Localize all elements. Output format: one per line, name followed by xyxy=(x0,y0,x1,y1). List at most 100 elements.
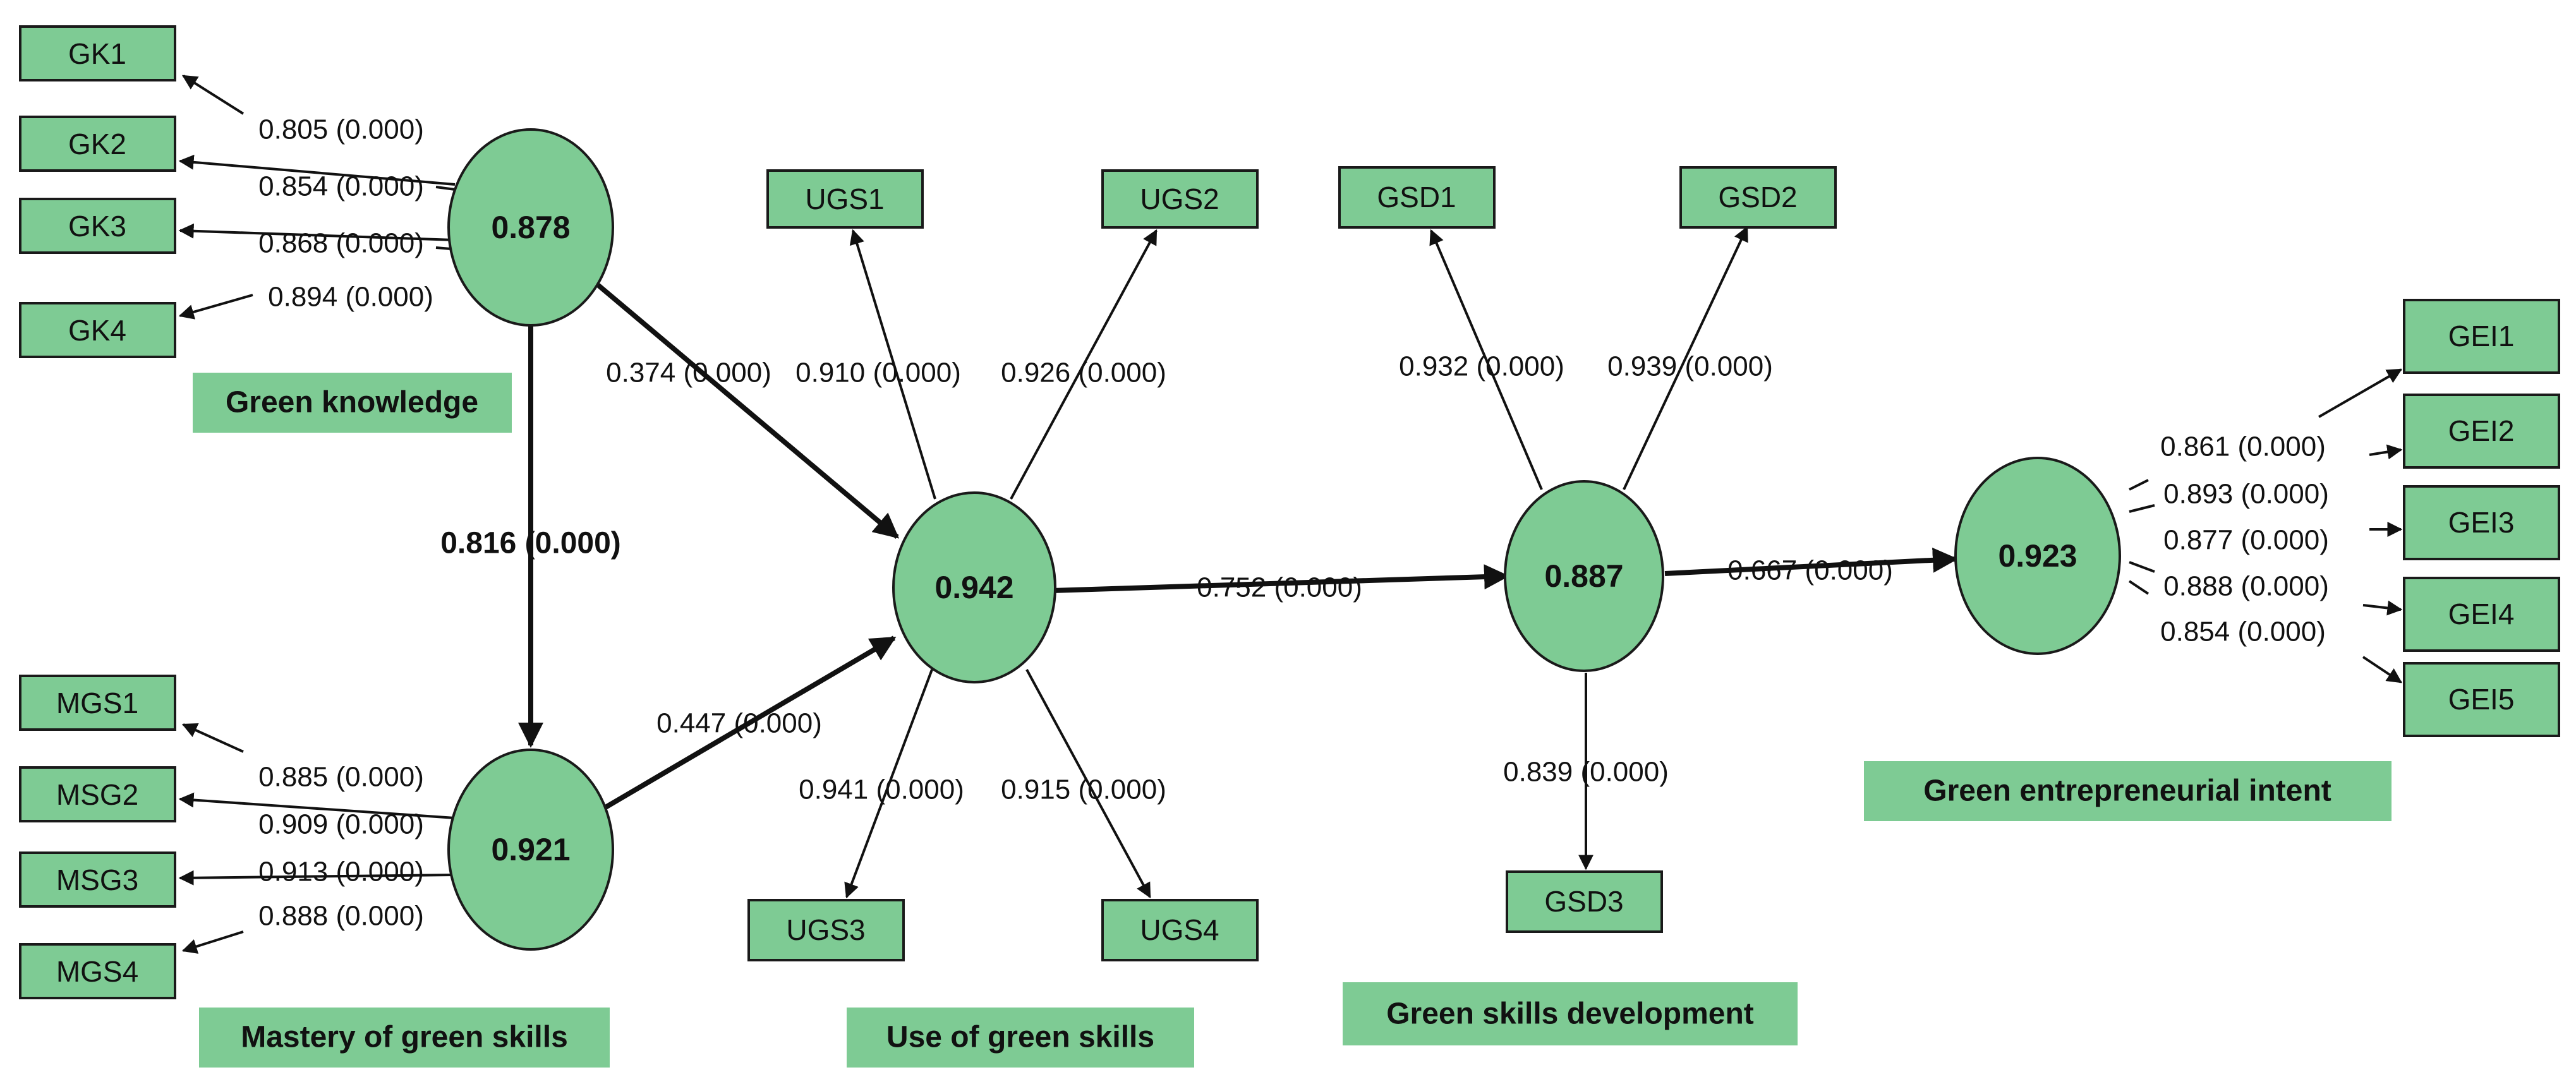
mgs-loading-edges xyxy=(178,723,456,954)
edge-mgs-msg3 xyxy=(178,870,456,886)
edge-ugs-ugs3 xyxy=(844,669,933,899)
edge-mgs-msg2 xyxy=(178,792,456,819)
path-gk-ugs xyxy=(595,282,900,539)
indicator-gei3: GEI3 xyxy=(2403,485,2560,560)
indicator-ugs2: UGS2 xyxy=(1101,169,1259,229)
svg-text:Green entrepreneurial intent: Green entrepreneurial intent xyxy=(1923,774,2331,808)
edge-ugs-ugs1 xyxy=(849,229,936,500)
loading-gei4: 0.888 (0.000) xyxy=(2163,571,2329,602)
loading-gk1: 0.805 (0.000) xyxy=(258,114,424,145)
construct-green-knowledge: 0.878 xyxy=(447,128,614,327)
indicator-mgs1-label: MGS1 xyxy=(56,687,138,719)
path-label-mgs-ugs: 0.447 (0.000) xyxy=(656,708,822,739)
indicator-ugs3: UGS3 xyxy=(747,899,905,961)
construct-name-green-knowledge: Green knowledge xyxy=(193,373,512,433)
indicator-mgs1: MGS1 xyxy=(19,675,176,731)
indicator-mgs4-label: MGS4 xyxy=(56,955,138,988)
loading-gsd1: 0.932 (0.000) xyxy=(1399,351,1564,382)
edge-mgs-mgs4 xyxy=(181,930,244,954)
indicator-gsd3-label: GSD3 xyxy=(1544,885,1623,918)
edge-gk-gk4 xyxy=(178,294,253,320)
indicator-msg3: MSG3 xyxy=(19,851,176,908)
indicator-msg2-label: MSG2 xyxy=(56,778,138,811)
path-label-gk-ugs: 0.374 (0.000) xyxy=(606,358,771,388)
loading-gei5: 0.854 (0.000) xyxy=(2160,617,2326,647)
construct-mastery-of-green-skills: 0.921 xyxy=(447,749,614,951)
edge-gei-gei5 xyxy=(2362,656,2402,683)
construct-intent-r2: 0.923 xyxy=(1998,538,2077,574)
edge-gei-gei1 xyxy=(2318,368,2403,418)
loading-msg3: 0.913 (0.000) xyxy=(258,857,424,887)
indicator-gei4-label: GEI4 xyxy=(2448,598,2515,630)
construct-use-r2: 0.942 xyxy=(934,570,1013,605)
gsd-loading-edges xyxy=(1429,226,1748,870)
svg-text:Use of green skills: Use of green skills xyxy=(886,1021,1154,1054)
construct-name-mastery: Mastery of green skills xyxy=(199,1008,610,1068)
construct-green-entrepreneurial-intent: 0.923 xyxy=(1954,457,2121,655)
loading-mgs4: 0.888 (0.000) xyxy=(258,901,424,932)
gei-loading-edges xyxy=(2128,368,2403,683)
indicator-ugs4-label: UGS4 xyxy=(1140,913,1219,946)
indicator-ugs1: UGS1 xyxy=(766,169,924,229)
indicator-gk2-label: GK2 xyxy=(68,128,126,160)
loading-gsd3: 0.839 (0.000) xyxy=(1503,757,1669,788)
edge-gsd-gsd1 xyxy=(1429,229,1543,490)
loading-gk4: 0.894 (0.000) xyxy=(268,282,433,313)
loading-ugs1: 0.910 (0.000) xyxy=(795,358,961,388)
svg-text:Mastery of green skills: Mastery of green skills xyxy=(241,1021,568,1054)
svg-text:Green knowledge: Green knowledge xyxy=(226,386,478,419)
indicator-gk2: GK2 xyxy=(19,116,176,172)
construct-development-r2: 0.887 xyxy=(1544,558,1623,594)
indicator-gsd3: GSD3 xyxy=(1506,870,1663,933)
edge-gei-gei4 xyxy=(2362,600,2403,616)
indicator-gei4: GEI4 xyxy=(2403,577,2560,652)
construct-name-use: Use of green skills xyxy=(847,1008,1194,1068)
edge-gsd-gsd2 xyxy=(1623,226,1748,490)
path-ugs-gsd xyxy=(1051,564,1509,593)
structural-path-edges xyxy=(518,282,1958,811)
indicator-gk1: GK1 xyxy=(19,25,176,81)
indicator-gei5: GEI5 xyxy=(2403,662,2560,737)
loading-ugs4: 0.915 (0.000) xyxy=(1001,774,1166,805)
path-mgs-ugs xyxy=(602,635,897,811)
indicator-gk4-label: GK4 xyxy=(68,314,126,347)
edge-gei-spoke4 xyxy=(2128,580,2150,595)
indicator-ugs3-label: UGS3 xyxy=(786,913,865,946)
indicator-gk3-label: GK3 xyxy=(68,210,126,243)
edge-gk-gk2 xyxy=(178,154,456,186)
indicator-gei1: GEI1 xyxy=(2403,299,2560,374)
indicator-gei5-label: GEI5 xyxy=(2448,683,2515,716)
indicator-gei2-label: GEI2 xyxy=(2448,414,2515,447)
ugs-loading-edges xyxy=(844,229,1158,899)
indicator-gei2: GEI2 xyxy=(2403,394,2560,469)
edge-gei-spokes xyxy=(2129,479,2149,491)
edge-ugs-ugs4 xyxy=(1025,669,1151,899)
edge-gk-gk2-tail xyxy=(435,186,456,191)
indicator-gei1-label: GEI1 xyxy=(2448,320,2515,352)
path-label-ugs-gsd: 0.752 (0.000) xyxy=(1197,572,1362,603)
indicator-gk1-label: GK1 xyxy=(68,37,126,70)
indicator-msg3-label: MSG3 xyxy=(56,863,138,896)
edge-gei-spoke3 xyxy=(2129,561,2155,573)
indicator-gk4: GK4 xyxy=(19,302,176,358)
construct-use-of-green-skills: 0.942 xyxy=(892,491,1056,683)
loading-gsd2: 0.939 (0.000) xyxy=(1607,351,1773,382)
path-label-gsd-gei: 0.667 (0.000) xyxy=(1727,555,1893,586)
indicator-mgs4: MGS4 xyxy=(19,943,176,999)
indicator-gsd1: GSD1 xyxy=(1338,166,1496,229)
edge-gk-gk1 xyxy=(181,75,245,115)
construct-green-skills-development: 0.887 xyxy=(1504,480,1664,672)
edge-gei-spoke2 xyxy=(2129,504,2155,513)
edge-gei-gei2 xyxy=(2369,444,2403,460)
loading-gk2: 0.854 (0.000) xyxy=(258,171,424,202)
indicator-gsd2: GSD2 xyxy=(1679,166,1837,229)
construct-name-intent: Green entrepreneurial intent xyxy=(1864,761,2392,821)
indicator-gk3: GK3 xyxy=(19,198,176,254)
indicator-msg2: MSG2 xyxy=(19,766,176,822)
loading-mgs1: 0.885 (0.000) xyxy=(258,762,424,793)
indicator-ugs4: UGS4 xyxy=(1101,899,1259,961)
edge-gk-gk3 xyxy=(178,223,456,241)
edge-mgs-mgs1 xyxy=(181,723,244,753)
indicator-gsd1-label: GSD1 xyxy=(1377,181,1456,214)
